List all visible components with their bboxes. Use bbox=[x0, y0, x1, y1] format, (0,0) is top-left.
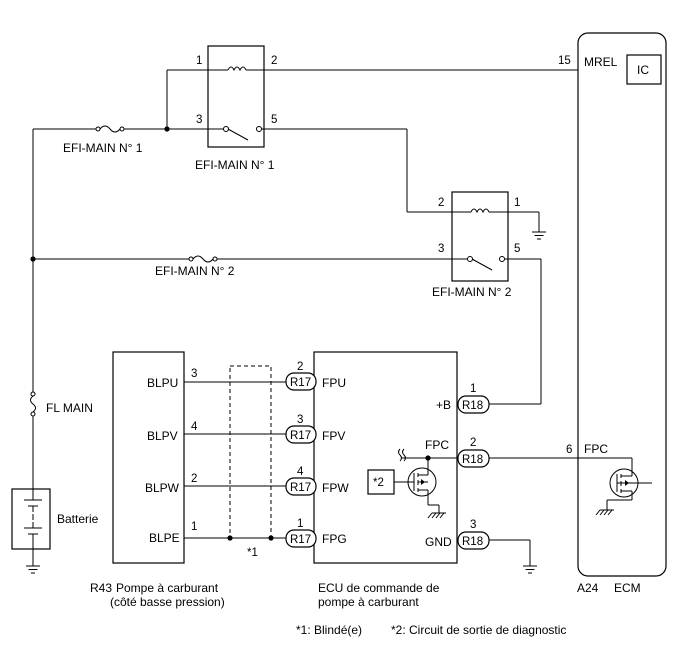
pump-pin-blpv: 4 bbox=[191, 421, 198, 433]
r17-fpw-connector-label: R17 bbox=[290, 482, 311, 494]
fuse-efi-main-2-label: EFI-MAIN N° 2 bbox=[155, 264, 235, 278]
relay-2-pin2: 2 bbox=[438, 197, 444, 209]
relay-1-label: EFI-MAIN N° 1 bbox=[195, 158, 275, 172]
ecu-diag-transistor-icon bbox=[407, 467, 446, 519]
ecm-mrel-pin: 15 bbox=[558, 55, 571, 67]
r17-fpv-connector-label: R17 bbox=[290, 430, 311, 442]
ecm-code: A24 bbox=[577, 581, 599, 595]
ecm-name: ECM bbox=[614, 581, 641, 595]
r18-b-connector-label: R18 bbox=[462, 400, 483, 412]
pump-terminal-blpv: BLPV bbox=[147, 429, 178, 443]
fp-ecu-terminal-gnd: GND bbox=[425, 535, 452, 549]
relay-1-box bbox=[207, 45, 265, 148]
r18-gnd-connector-label: R18 bbox=[462, 536, 483, 548]
pump-code: R43 bbox=[90, 581, 112, 595]
r18-fpc-connector-label: R18 bbox=[462, 454, 483, 466]
pump-name-line1: Pompe à carburant bbox=[116, 581, 219, 595]
r17-pin-fpv: 3 bbox=[297, 414, 303, 426]
fuse-efi-main-2-icon bbox=[188, 255, 218, 263]
ecm-box bbox=[577, 32, 667, 577]
battery-icon bbox=[24, 489, 42, 549]
shield-outline bbox=[229, 365, 272, 539]
r17-fpg-connector-label: R17 bbox=[290, 534, 311, 546]
fuse-fl-main-icon bbox=[30, 391, 36, 417]
battery-box bbox=[11, 488, 51, 550]
relay-1-pin1: 1 bbox=[196, 55, 202, 67]
ecm-ic-box bbox=[626, 54, 662, 85]
r17-pin-fpw: 4 bbox=[297, 466, 304, 478]
fp-ecu-r17-connector: R17 R17 R17 R17 bbox=[285, 372, 317, 548]
fp-ecu-terminal-fpg: FPG bbox=[322, 532, 347, 546]
relay-1-pin2: 2 bbox=[271, 55, 277, 67]
fuse-efi-main-1-label: EFI-MAIN N° 1 bbox=[63, 141, 143, 155]
pump-terminal-blpw: BLPW bbox=[145, 481, 180, 495]
pump-pin-blpw: 2 bbox=[191, 473, 197, 485]
fp-ecu-terminal-fpc: FPC bbox=[425, 438, 449, 452]
r18-pin-fpc: 2 bbox=[470, 437, 476, 449]
fp-ecu-terminal-b: +B bbox=[436, 398, 451, 412]
relay-2-label: EFI-MAIN N° 2 bbox=[432, 285, 512, 299]
shield-label: *1 bbox=[247, 547, 258, 559]
ecu-diag-wavy-icon bbox=[398, 448, 406, 462]
r17-pin-fpg: 1 bbox=[297, 518, 303, 530]
diag-circuit-label: *2 bbox=[373, 477, 384, 489]
pump-pin-blpu: 3 bbox=[191, 368, 197, 380]
relay-2-coil-icon bbox=[470, 208, 490, 214]
fp-ecu-name-line1: ECU de commande de bbox=[318, 581, 440, 595]
fuse-efi-main-1-icon bbox=[95, 125, 125, 133]
relay-2-pin5: 5 bbox=[514, 243, 520, 255]
fp-ecu-name-line2: pompe à carburant bbox=[318, 595, 419, 609]
footnote-diag: *2: Circuit de sortie de diagnostic bbox=[391, 623, 566, 637]
relay-1-coil-icon bbox=[227, 66, 247, 72]
relay-2-pin1: 1 bbox=[514, 197, 520, 209]
relay-2-switch-icon bbox=[467, 256, 505, 271]
ecm-fpc-pin: 6 bbox=[566, 444, 572, 456]
r17-fpu-connector bbox=[285, 372, 317, 391]
pump-terminal-blpe: BLPE bbox=[149, 531, 180, 545]
pump-name-line2: (côté basse pression) bbox=[110, 595, 225, 609]
footnote-shield: *1: Blindé(e) bbox=[296, 623, 362, 637]
fp-ecu-ground-icon bbox=[523, 565, 537, 574]
relay-1-switch-icon bbox=[223, 126, 262, 141]
relay-2-pin3: 3 bbox=[438, 243, 444, 255]
r18-pin-b: 1 bbox=[470, 383, 476, 395]
relay-1-pin3: 3 bbox=[196, 114, 202, 126]
battery-label: Batterie bbox=[57, 512, 99, 526]
relay-2-ground-icon bbox=[532, 231, 546, 240]
relay-2-box bbox=[451, 191, 509, 282]
fp-ecu-terminal-fpw: FPW bbox=[322, 481, 349, 495]
fuse-fl-main-label: FL MAIN bbox=[46, 401, 93, 415]
r17-fpv-connector bbox=[285, 425, 317, 444]
fp-ecu-terminal-fpu: FPU bbox=[322, 376, 346, 390]
ecm-ic-label: IC bbox=[637, 63, 649, 77]
r17-pin-fpu: 2 bbox=[297, 361, 303, 373]
ecm-fpc-label: FPC bbox=[584, 442, 608, 456]
ecm-transistor-icon bbox=[595, 467, 652, 516]
r17-fpu-connector-label: R17 bbox=[290, 377, 311, 389]
pump-box bbox=[112, 351, 185, 564]
r17-fpw-connector bbox=[285, 477, 317, 496]
ecm-mrel-label: MREL bbox=[584, 55, 618, 69]
battery-ground-icon bbox=[26, 565, 40, 574]
r18-b-connector bbox=[457, 395, 490, 414]
pump-terminal-blpu: BLPU bbox=[147, 376, 178, 390]
relay-1-pin5: 5 bbox=[271, 114, 277, 126]
pump-pin-blpe: 1 bbox=[191, 521, 197, 533]
fp-ecu-terminal-fpv: FPV bbox=[322, 429, 345, 443]
r18-pin-gnd: 3 bbox=[470, 519, 476, 531]
r17-fpg-connector bbox=[285, 529, 317, 548]
